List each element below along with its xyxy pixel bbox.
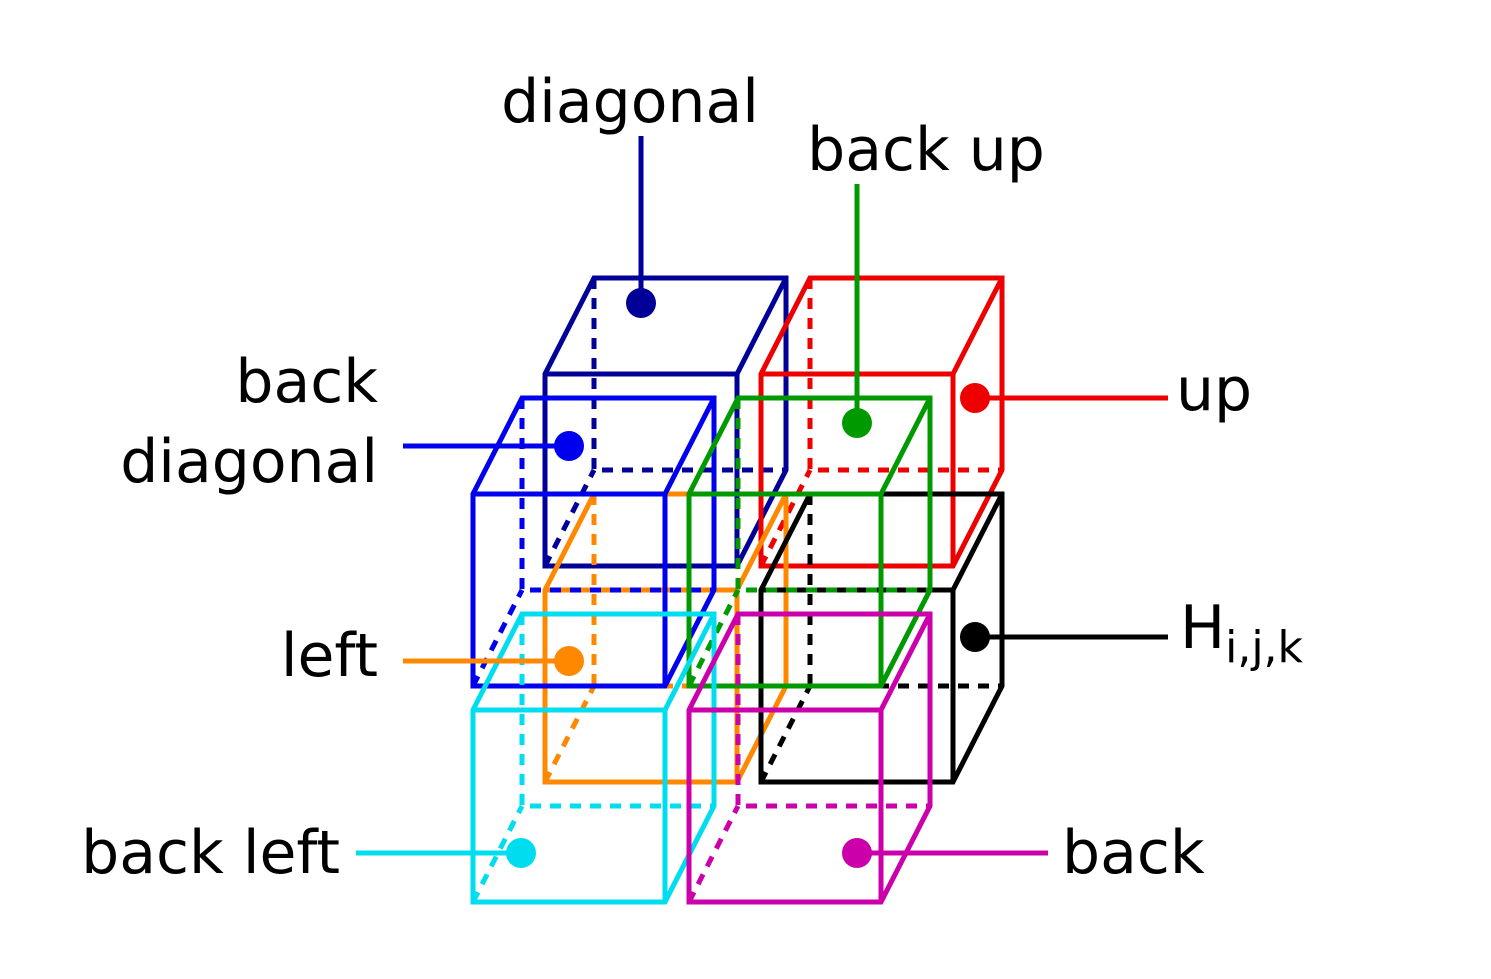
- leader-line-group: [356, 136, 1168, 856]
- cube-up-outline: [758, 275, 1005, 569]
- cube-diagonal-hidden-edges: [591, 278, 786, 473]
- label-back-diagonal-line1: back: [235, 347, 378, 417]
- cube-back-hidden-edges: [735, 614, 930, 809]
- cube-back-outline: [686, 611, 933, 905]
- label-left: left: [281, 621, 378, 691]
- cube-back-up-top-depth-edge: [878, 396, 933, 496]
- cube-diagonal-outline: [542, 275, 789, 569]
- cube-back-left-hidden-edges: [519, 614, 714, 809]
- dot-back: [842, 838, 872, 868]
- cube-up-hidden-edges: [807, 278, 1002, 473]
- label-h-ijk: Hi,j,k: [1180, 593, 1304, 673]
- label-back-left: back left: [81, 818, 340, 888]
- dot-current: [960, 622, 990, 652]
- cube-back-top-depth-edge: [878, 612, 933, 712]
- cube-group: [470, 275, 1005, 905]
- dot-back-diagonal: [554, 431, 584, 461]
- cube-back-up: [686, 395, 933, 689]
- cube-back-diagonal-outline: [470, 395, 717, 689]
- label-h-subscript: i,j,k: [1225, 622, 1303, 673]
- cube-back-diagonal: [470, 395, 717, 689]
- cube-back-left-outline: [470, 611, 717, 905]
- dot-left: [554, 646, 584, 676]
- cube-back-up-hidden-edges: [735, 398, 930, 593]
- label-back-diagonal-line2: diagonal: [120, 427, 378, 497]
- cube-back-diagonal-hidden-depth-edge: [470, 588, 525, 688]
- label-back-up: back up: [807, 115, 1045, 185]
- cube-current-hidden-depth-edge: [758, 684, 813, 784]
- cube-back-hidden-depth-edge: [686, 804, 741, 904]
- cube-current-top-depth-edge: [950, 492, 1005, 592]
- marker-dot-group: [506, 288, 990, 868]
- label-diagonal: diagonal: [501, 67, 759, 137]
- cube-diagonal-hidden-depth-edge: [542, 468, 597, 568]
- dot-diagonal: [626, 288, 656, 318]
- cube-up-hidden-depth-edge: [758, 468, 813, 568]
- cube-left-top-depth-edge: [734, 492, 789, 592]
- cube-up-top-depth-edge: [950, 276, 1005, 376]
- cube-back-left: [470, 611, 717, 905]
- cube-current-hidden-edges: [807, 494, 1002, 689]
- label-h-main: H: [1180, 593, 1225, 663]
- cube-back-left-hidden-depth-edge: [470, 804, 525, 904]
- cube-up: [758, 275, 1005, 569]
- label-back: back: [1062, 818, 1205, 888]
- cube-back-left-top-depth-edge: [662, 612, 717, 712]
- label-up: up: [1176, 355, 1252, 425]
- cube-back-up-outline: [686, 395, 933, 689]
- cube-diagonal: [542, 275, 789, 569]
- cube-back-diagonal-top-depth-edge: [662, 396, 717, 496]
- cube-back: [686, 611, 933, 905]
- cube-back-diagonal-hidden-edges: [519, 398, 714, 593]
- cube-diagonal-top-depth-edge: [734, 276, 789, 376]
- cube-back-up-hidden-depth-edge: [686, 588, 741, 688]
- dot-back-left: [506, 838, 536, 868]
- cube-left-hidden-depth-edge: [542, 684, 597, 784]
- dot-up: [960, 383, 990, 413]
- dot-back-up: [842, 408, 872, 438]
